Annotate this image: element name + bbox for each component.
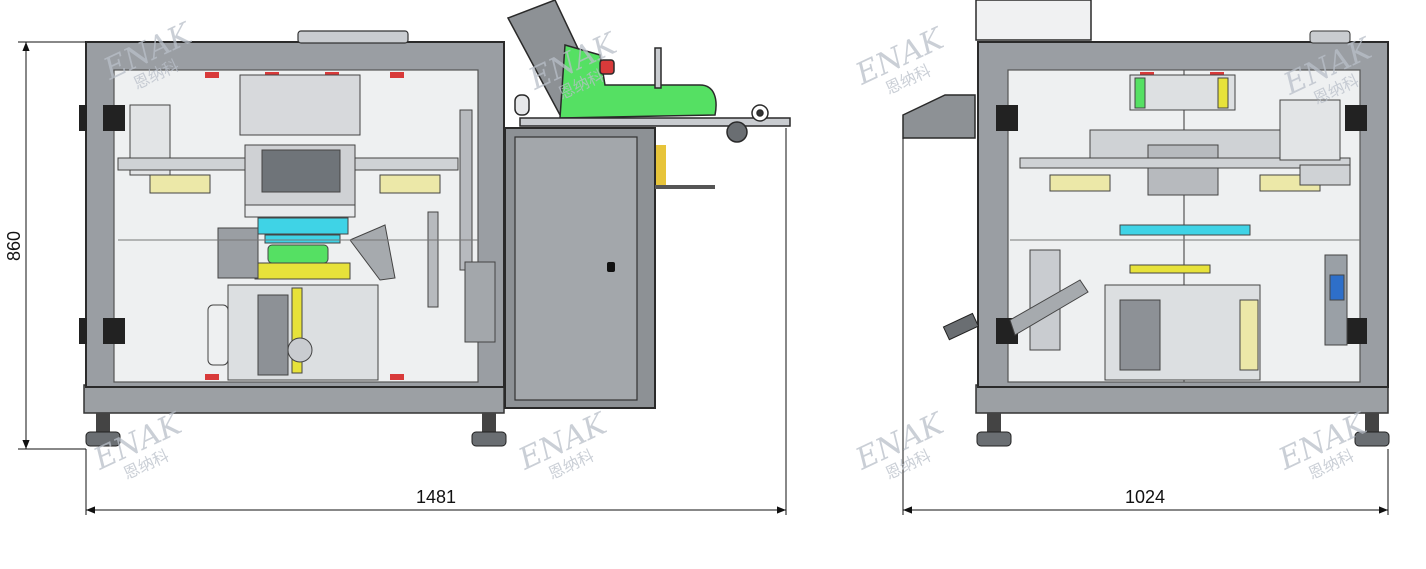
hinge-icon xyxy=(103,318,125,344)
front-base-rail xyxy=(83,384,505,414)
side-base-rail xyxy=(975,384,1389,414)
cabinet-side-switch xyxy=(656,145,666,185)
hinge-icon xyxy=(79,318,87,344)
side-mechanism xyxy=(1009,74,1360,381)
dimension-front-width-label: 1481 xyxy=(416,487,456,507)
side-view xyxy=(902,0,1390,447)
dimension-height-label: 860 xyxy=(4,231,24,261)
cabinet-side-bar xyxy=(655,185,715,189)
front-feet xyxy=(85,413,507,447)
front-mechanism xyxy=(117,74,496,381)
dimension-lines xyxy=(18,41,1389,515)
front-view xyxy=(79,0,791,447)
side-discharge-shelf xyxy=(902,94,976,139)
hinge-icon xyxy=(103,105,125,131)
side-top-box xyxy=(975,0,1092,41)
hinge-icon xyxy=(79,105,87,131)
side-feet xyxy=(976,413,1390,447)
cabinet-door xyxy=(514,136,638,401)
side-lever xyxy=(942,312,980,341)
side-top-handle xyxy=(1309,30,1351,44)
front-feeder xyxy=(506,0,791,143)
front-top-handle xyxy=(297,30,409,44)
dimension-side-width-label: 1024 xyxy=(1125,487,1165,507)
cabinet-lock-icon xyxy=(607,262,615,272)
